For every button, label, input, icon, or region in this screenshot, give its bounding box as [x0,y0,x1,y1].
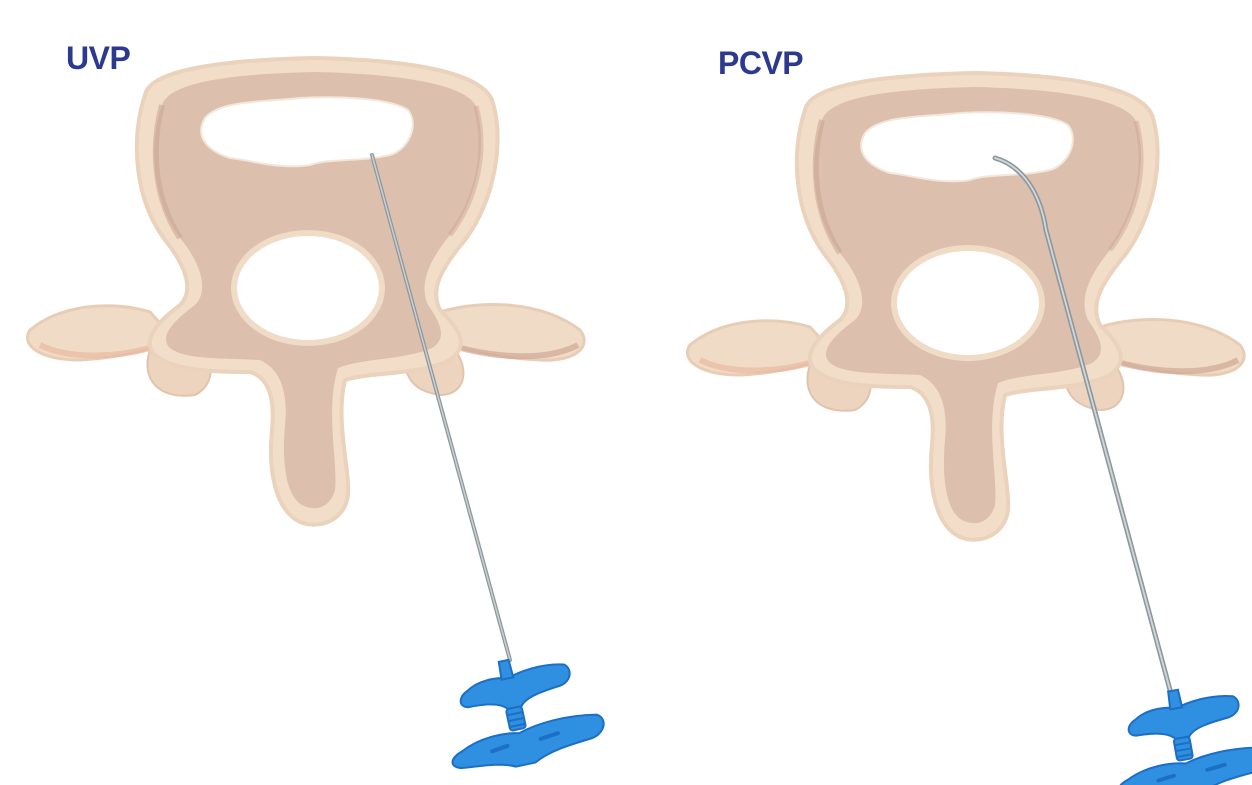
vertebra-right [687,73,1244,540]
needle-handle-right [1103,676,1252,785]
needle-handle-left [434,643,609,779]
vertebra-left [27,58,584,525]
